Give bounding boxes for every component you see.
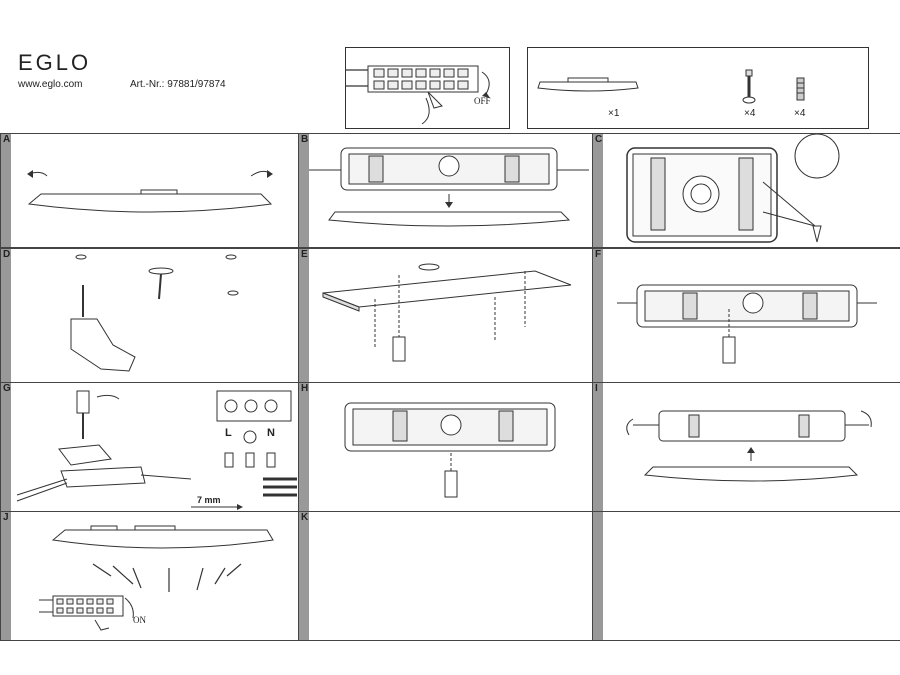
step-label-f: F [595, 249, 602, 260]
step-f-illustration [593, 249, 877, 382]
screw-icon [742, 69, 756, 104]
parts-illustration [537, 69, 805, 104]
step-panel-f: F [592, 248, 900, 383]
step-label-h: H [301, 383, 309, 394]
step-panel-k: K [298, 511, 593, 641]
step-i-illustration [593, 383, 872, 511]
wire-label-l: L [225, 427, 232, 439]
step-label-i: I [595, 383, 598, 394]
empty-panel [592, 511, 900, 641]
step-d-illustration [1, 249, 239, 382]
step-label-a: A [3, 134, 11, 145]
step-label-g: G [3, 383, 11, 394]
parts-box: ×1 ×4 ×4 [527, 47, 869, 129]
part-qty-screw: ×4 [744, 108, 756, 119]
step-panel-h: H [298, 382, 593, 512]
step-panel-a: A [0, 133, 299, 248]
step-label-e: E [301, 249, 308, 260]
step-panel-b: B [298, 133, 593, 248]
step-g-illustration [1, 383, 297, 511]
wall-plug-icon [796, 77, 805, 101]
switch-off-box: OFF [345, 47, 510, 129]
step-a-illustration [1, 134, 273, 247]
step-e-illustration [299, 249, 572, 382]
off-label: OFF [474, 96, 491, 106]
step-panel-g: G L N 7 mm [0, 382, 299, 512]
step-c-illustration [593, 134, 840, 247]
brand-logo: EGLO [18, 50, 92, 75]
step-label-b: B [301, 134, 309, 145]
step-label-c: C [595, 134, 603, 145]
part-qty-plug: ×4 [794, 108, 806, 119]
step-j-illustration [1, 512, 274, 640]
article-number: Art.-Nr.: 97881/97874 [130, 79, 226, 90]
switch-off-illustration [346, 65, 490, 125]
step-label-k: K [301, 512, 309, 523]
on-label: ON [133, 615, 146, 625]
strip-length-label: 7 mm [197, 495, 221, 505]
step-label-d: D [3, 249, 11, 260]
website-text: www.eglo.com [18, 79, 83, 90]
step-b-illustration [299, 134, 589, 247]
step-panel-j: J ON [0, 511, 299, 641]
part-qty-lamp: ×1 [608, 108, 620, 119]
step-panel-d: D [0, 248, 299, 383]
step-panel-i: I [592, 382, 900, 512]
step-panel-e: E [298, 248, 593, 383]
step-label-j: J [3, 512, 9, 523]
step-panel-c: C [592, 133, 900, 248]
wire-label-n: N [267, 427, 275, 439]
step-h-illustration [299, 383, 556, 511]
